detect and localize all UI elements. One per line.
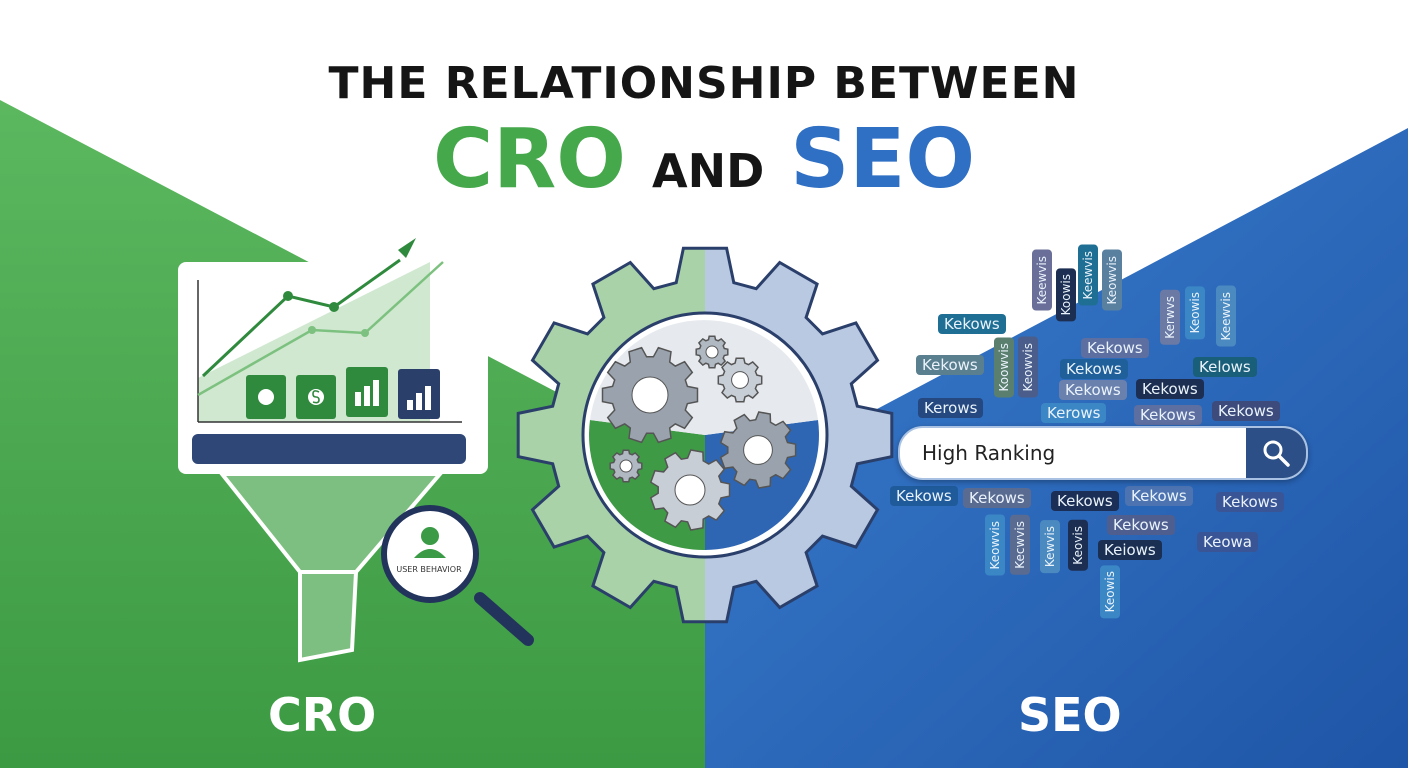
keyword-tag: Kelows bbox=[1193, 357, 1257, 377]
keyword-tag: Kekows bbox=[1125, 486, 1193, 506]
keyword-tag-vertical: Koowvis bbox=[994, 337, 1014, 398]
keyword-tag-vertical: Keowvis bbox=[985, 515, 1005, 576]
keyword-tag: Kerows bbox=[1041, 403, 1107, 423]
search-icon bbox=[1263, 440, 1290, 467]
keyword-tag: Kerows bbox=[918, 398, 984, 418]
trend-line bbox=[201, 258, 401, 378]
keyword-tag-vertical: Keewvis bbox=[1216, 286, 1236, 347]
gear-graphic bbox=[516, 246, 894, 624]
search-input[interactable]: High Ranking bbox=[922, 441, 1056, 465]
title-line-2: CRO AND SEO bbox=[0, 112, 1408, 207]
keyword-tag-vertical: Koowis bbox=[1056, 268, 1076, 322]
keyword-tag: Kekows bbox=[1107, 515, 1175, 535]
keyword-tag: Kekows bbox=[1059, 380, 1127, 400]
keyword-tag: Kekows bbox=[1134, 405, 1202, 425]
cro-label: CRO bbox=[268, 688, 377, 742]
seo-label: SEO bbox=[1018, 688, 1122, 742]
keyword-tag: Kekows bbox=[1136, 379, 1204, 399]
keyword-tag: Kekows bbox=[1051, 491, 1119, 511]
keyword-tag-vertical: Kewvis bbox=[1040, 520, 1060, 574]
keyword-tag: Kekows bbox=[938, 314, 1006, 334]
keyword-tag: Kekows bbox=[1081, 338, 1149, 358]
keyword-tag-vertical: Keowis bbox=[1100, 565, 1120, 619]
keyword-tag-vertical: Keewvis bbox=[1032, 250, 1052, 311]
title-and: AND bbox=[651, 144, 765, 198]
funnel-graphic bbox=[178, 238, 488, 663]
keyword-tag: Keowa bbox=[1197, 532, 1258, 552]
search-button[interactable] bbox=[1246, 428, 1306, 478]
user-behavior-label: USER BEHAVIOR bbox=[396, 565, 462, 574]
keyword-tag: Kekows bbox=[1216, 492, 1284, 512]
keyword-tag-vertical: Kecwvis bbox=[1010, 515, 1030, 575]
keyword-tag-vertical: Keowvis bbox=[1018, 337, 1038, 398]
keyword-tag-vertical: Kerwvs bbox=[1160, 290, 1180, 345]
title-line-1: THE RELATIONSHIP BETWEEN bbox=[328, 58, 1080, 109]
keyword-tag-vertical: Keovis bbox=[1068, 520, 1088, 571]
keyword-tag: Keiows bbox=[1098, 540, 1162, 560]
keyword-tag: Kekows bbox=[890, 486, 958, 506]
keyword-tag-vertical: Keowis bbox=[1185, 286, 1205, 340]
keyword-tag: Kekows bbox=[916, 355, 984, 375]
keyword-tag-vertical: Keowvis bbox=[1102, 250, 1122, 311]
user-icon bbox=[421, 527, 439, 545]
keyword-tag-vertical: Keewvis bbox=[1078, 245, 1098, 306]
keyword-tag: Kekows bbox=[1060, 359, 1128, 379]
title-cro: CRO bbox=[432, 112, 626, 207]
title-seo: SEO bbox=[790, 112, 976, 207]
keyword-tag: Kekows bbox=[963, 488, 1031, 508]
search-bar[interactable]: High Ranking bbox=[898, 426, 1308, 480]
magnifier-icon bbox=[381, 505, 534, 646]
keyword-tag: Kekows bbox=[1212, 401, 1280, 421]
